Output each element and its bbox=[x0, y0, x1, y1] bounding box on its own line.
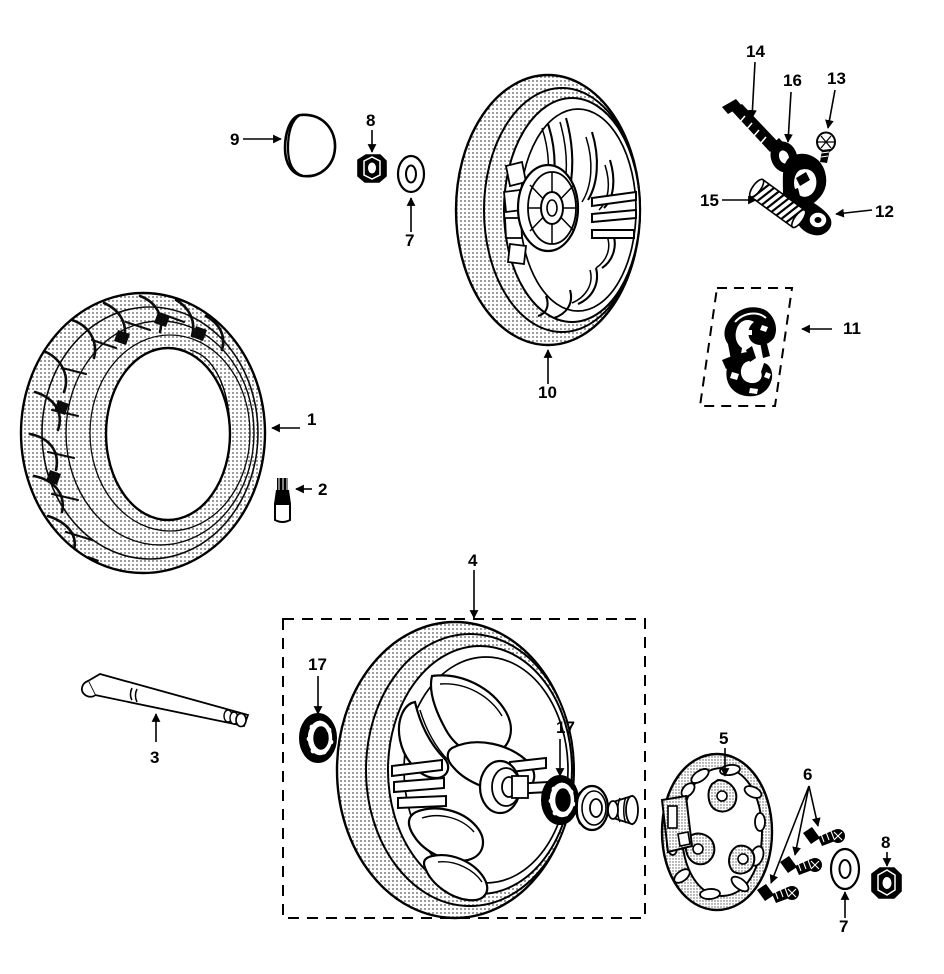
callout-label-10: 10 bbox=[538, 383, 557, 402]
leader-14 bbox=[748, 61, 757, 119]
callout-label-5: 5 bbox=[719, 729, 729, 748]
callout-label-17-right: 17 bbox=[556, 718, 575, 737]
disc-mount-boss bbox=[660, 794, 694, 854]
part-tire bbox=[19, 291, 267, 575]
callout-leaders bbox=[151, 61, 892, 918]
part-front-wheel-rim bbox=[335, 620, 575, 920]
callout-label-17-left: 17 bbox=[308, 655, 327, 674]
part-disc-bolt-3 bbox=[757, 884, 799, 903]
callout-label-1: 1 bbox=[307, 410, 317, 429]
callout-label-9: 9 bbox=[230, 130, 240, 149]
callout-label-3: 3 bbox=[150, 748, 160, 767]
part-disc-bolt-2 bbox=[780, 856, 822, 875]
part-brake-disc bbox=[660, 752, 774, 912]
callout-label-12: 12 bbox=[875, 202, 894, 221]
part-brake-return-spring bbox=[748, 178, 807, 229]
part-valve-stem bbox=[274, 478, 291, 523]
callout-label-15: 15 bbox=[700, 191, 719, 210]
leader-13 bbox=[825, 89, 836, 129]
part-washer-top bbox=[396, 154, 426, 194]
callout-label-8-top: 8 bbox=[366, 111, 376, 130]
part-wheel-bearing-left bbox=[299, 713, 337, 763]
callout-label-4: 4 bbox=[468, 551, 478, 570]
part-bearing-spacer-ring bbox=[574, 784, 610, 832]
leader-6a bbox=[808, 785, 821, 827]
callout-label-14: 14 bbox=[746, 42, 765, 61]
part-washer-bottom bbox=[829, 847, 861, 891]
callout-label-13: 13 bbox=[827, 69, 846, 88]
part-axle-nut-top bbox=[357, 154, 387, 183]
callout-label-2: 2 bbox=[318, 480, 328, 499]
leader-16 bbox=[784, 91, 793, 143]
callout-label-7-bottom: 7 bbox=[839, 917, 849, 936]
part-hub-dust-cap bbox=[283, 113, 337, 178]
leader-6b bbox=[792, 785, 810, 856]
part-brake-shoe-set bbox=[722, 307, 776, 397]
callout-label-7-top: 7 bbox=[405, 231, 415, 250]
callout-label-16: 16 bbox=[783, 71, 802, 90]
part-disc-bolt-1 bbox=[803, 827, 845, 846]
part-front-axle-shaft bbox=[81, 673, 250, 728]
callout-label-8-bottom: 8 bbox=[881, 833, 891, 852]
group-box-brake-shoe bbox=[698, 287, 794, 407]
leader-12 bbox=[835, 208, 873, 218]
callout-label-11: 11 bbox=[843, 319, 861, 338]
part-wheel-bearing-right bbox=[541, 775, 579, 825]
part-axle-collar bbox=[607, 794, 639, 826]
leader-6c bbox=[769, 785, 810, 884]
part-axle-nut-bottom bbox=[871, 867, 902, 899]
front-hub bbox=[478, 759, 529, 815]
callout-label-6: 6 bbox=[803, 765, 813, 784]
part-rear-wheel-rim bbox=[454, 73, 642, 347]
part-lever-pinch-bolt bbox=[816, 131, 836, 163]
